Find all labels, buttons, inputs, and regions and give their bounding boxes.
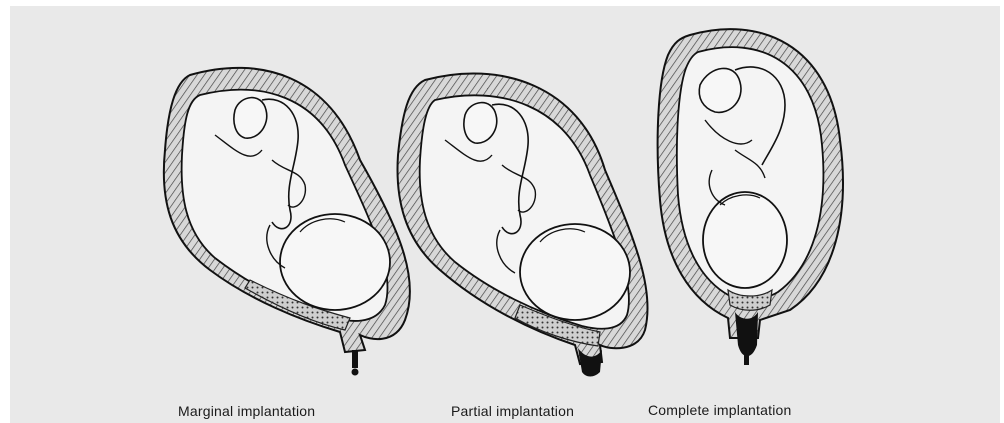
uterus-panel-marginal <box>164 68 410 376</box>
caption-marginal: Marginal implantation <box>178 403 315 419</box>
caption-partial: Partial implantation <box>451 403 574 419</box>
caption-complete: Complete implantation <box>648 402 792 418</box>
uterus-panel-complete <box>658 29 843 365</box>
uterus-panel-partial <box>397 73 647 376</box>
